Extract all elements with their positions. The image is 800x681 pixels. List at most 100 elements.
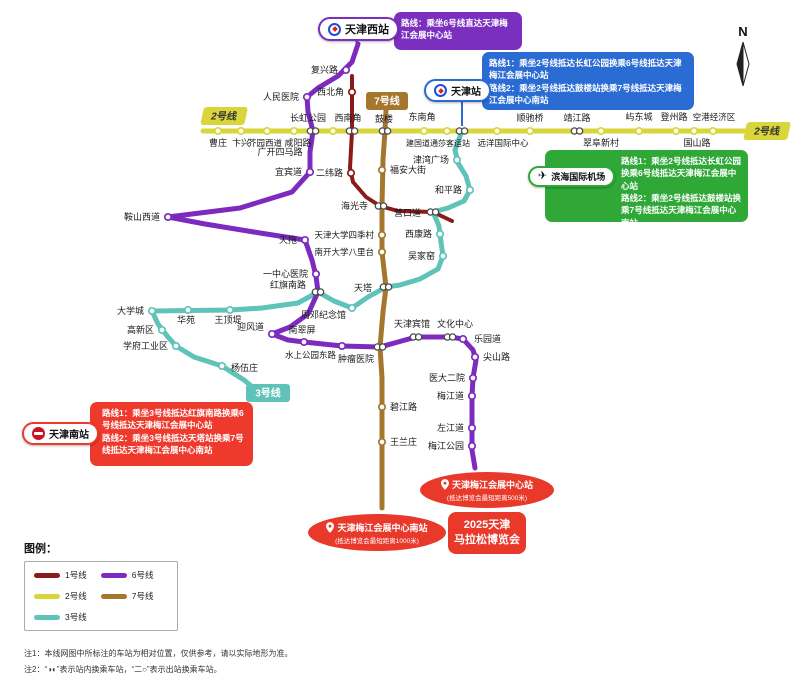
event-badge-line2: 马拉松博览会 bbox=[454, 534, 520, 546]
station-label: 一中心医院 bbox=[263, 268, 308, 279]
line6-swatch bbox=[100, 572, 127, 578]
station-label: 津湾广场 bbox=[413, 154, 449, 165]
station-学府工业区: 学府工业区 bbox=[123, 340, 181, 351]
station-翠阜新村: 翠阜新村 bbox=[583, 126, 619, 148]
station-label: 鼓楼 bbox=[375, 113, 393, 124]
station-王兰庄: 王兰庄 bbox=[377, 436, 417, 447]
main-station-route2: 路线2：乘坐2号线抵达鼓楼站换乘7号线抵达天津梅江会展中心南站 bbox=[489, 82, 682, 105]
station-尖山路: 尖山路 bbox=[470, 351, 510, 362]
station-label: 和平路 bbox=[435, 184, 462, 195]
station-label: 高新区 bbox=[127, 324, 154, 335]
station-梅江道: 梅江道 bbox=[437, 390, 477, 401]
line7-swatch bbox=[100, 593, 127, 599]
station-label: 复兴路 bbox=[311, 64, 338, 75]
station-label: 曹庄 bbox=[209, 137, 227, 148]
station-营口道: 营口道 bbox=[394, 207, 440, 218]
station-西北角: 西北角 bbox=[317, 86, 357, 97]
dest-south-note: (抵达博览会最短距离1000米) bbox=[335, 537, 419, 545]
line-name-badge: 3号线 bbox=[246, 384, 290, 402]
station-label: 学府工业区 bbox=[123, 340, 168, 351]
station-津湾广场: 津湾广场 bbox=[413, 154, 462, 165]
station-宜宾道: 宜宾道 bbox=[275, 166, 315, 177]
station-靖江路: 靖江路 bbox=[563, 112, 591, 135]
metro-logo-icon bbox=[328, 22, 341, 36]
svg-text:2号线: 2号线 bbox=[753, 125, 781, 138]
station-label: 建国道通莎客运站 bbox=[406, 138, 470, 148]
station-天塔: 天塔 bbox=[354, 282, 393, 293]
line3-swatch bbox=[34, 614, 60, 620]
callout-connector bbox=[355, 39, 359, 47]
station-label: 乐园道 bbox=[474, 333, 501, 344]
legend-item-line3: 3号线 bbox=[34, 611, 87, 623]
station-label: 红旗南路 bbox=[270, 279, 306, 290]
station-label: 二纬路 bbox=[316, 167, 343, 178]
south-station-label: 天津南站 bbox=[49, 430, 89, 441]
station-华苑: 华苑 bbox=[177, 305, 195, 325]
metro-logo-icon bbox=[434, 84, 447, 97]
station-label: 翠阜新村 bbox=[583, 137, 619, 148]
station-label: 顺驰桥 bbox=[516, 112, 543, 123]
south-station-route2: 路线2：乘坐3号线抵达天塔站换乘7号线抵达天津梅江会展中心南站 bbox=[102, 432, 244, 455]
station-和平路: 和平路 bbox=[435, 184, 475, 195]
note-2: 注2：“◑◐”表示站内换乘车站，“二○”表示出站换乘车站。 bbox=[24, 665, 222, 674]
station-西南角: 西南角 bbox=[334, 112, 362, 135]
station-label: 人民医院 bbox=[263, 91, 299, 102]
main-station-route1: 路线1：乘坐2号线抵达长虹公园换乘6号线抵达天津梅江会展中心站 bbox=[489, 58, 682, 81]
legend-box: 1号线 2号线 3号线 6号线 7号线 bbox=[24, 561, 178, 631]
station-肿瘤医院: 肿瘤医院 bbox=[338, 343, 387, 364]
station-王顶堤: 王顶堤 bbox=[214, 305, 242, 325]
station-东南角: 东南角 bbox=[408, 111, 436, 136]
station-长虹公园: 长虹公园 bbox=[290, 112, 326, 135]
event-badge-line1: 2025天津 bbox=[463, 519, 511, 532]
station-label: 海光寺 bbox=[341, 200, 368, 211]
line-name-badge: 2号线 bbox=[743, 122, 791, 140]
south-station-route-box: 路线1：乘坐3号线抵达红旗南路换乘6号线抵达天津梅江会展中心站 路线2：乘坐3号… bbox=[90, 402, 253, 466]
station-label: 肿瘤医院 bbox=[338, 353, 374, 364]
station-杨伍庄: 杨伍庄 bbox=[217, 361, 258, 373]
station-label: 王顶堤 bbox=[214, 315, 241, 325]
station-label: 王兰庄 bbox=[390, 436, 417, 447]
station-marker bbox=[455, 127, 469, 135]
legend-title: 图例： bbox=[24, 543, 57, 555]
station-鞍山西道: 鞍山西道 bbox=[124, 211, 173, 222]
location-pin-icon bbox=[326, 521, 335, 533]
station-远洋国际中心: 远洋国际中心 bbox=[477, 126, 529, 148]
line-name-badge: 2号线 bbox=[200, 107, 248, 125]
west-station-route-box: 路线：乘坐6号线直达天津梅江会展中心站 bbox=[394, 12, 522, 50]
station-label: 水上公园东路 bbox=[285, 350, 337, 360]
station-label: 芥园西道 bbox=[248, 138, 283, 148]
metro-line-line7 bbox=[377, 107, 389, 511]
station-文化中心: 文化中心 bbox=[437, 318, 473, 341]
legend-item-line1: 1号线 bbox=[34, 569, 87, 581]
station-南翠屏: 南翠屏 bbox=[288, 324, 316, 347]
event-badge: 2025天津 马拉松博览会 bbox=[448, 512, 526, 554]
station-label: 广开四马路 bbox=[257, 146, 302, 157]
station-label: 吴家窑 bbox=[408, 250, 435, 261]
line2-swatch bbox=[34, 593, 60, 599]
station-登州路: 登州路 bbox=[660, 111, 688, 136]
station-天津宾馆: 天津宾馆 bbox=[394, 318, 430, 341]
metro-line-line1 bbox=[348, 74, 454, 223]
station-label: 福安大街 bbox=[390, 164, 426, 175]
compass: N bbox=[736, 24, 750, 87]
station-label: 梅江公园 bbox=[428, 440, 464, 451]
dest-center-note: (抵达博览会最短距离500米) bbox=[446, 495, 528, 502]
station-label: 宜宾道 bbox=[275, 166, 302, 177]
station-左江道: 左江道 bbox=[437, 422, 477, 433]
location-pin-icon bbox=[440, 479, 449, 490]
line1-swatch bbox=[34, 572, 60, 578]
compass-needle-icon bbox=[736, 41, 750, 87]
west-station-pill: 天津西站 bbox=[318, 17, 399, 41]
station-label: 西康路 bbox=[405, 228, 432, 239]
station-医大二院: 医大二院 bbox=[429, 372, 478, 383]
station-乐园道: 乐园道 bbox=[458, 333, 501, 344]
station-label: 周邓纪念馆 bbox=[301, 309, 346, 320]
dest-center-oval: 天津梅江会展中心站 (抵达博览会最短距离500米) bbox=[420, 472, 554, 508]
station-人民医院: 人民医院 bbox=[263, 91, 312, 102]
station-label: 屿东城 bbox=[625, 111, 652, 122]
station-大学城: 大学城 bbox=[117, 305, 157, 316]
legend-item-line7: 7号线 bbox=[100, 590, 153, 602]
station-二纬路: 二纬路 bbox=[316, 167, 356, 178]
station-label: 卞兴 bbox=[232, 137, 250, 148]
